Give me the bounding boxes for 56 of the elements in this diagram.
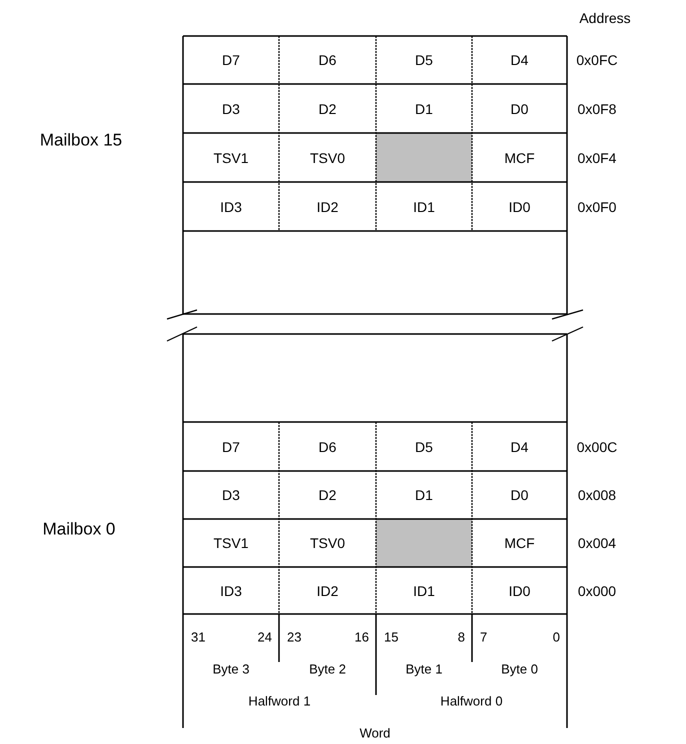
field-name: D1 — [415, 488, 433, 502]
field-name: D1 — [415, 102, 433, 116]
field-name: D3 — [222, 102, 240, 116]
field-name: MCF — [504, 151, 535, 165]
address-label: 0x008 — [578, 488, 616, 502]
field-name: D6 — [318, 440, 336, 454]
field-name: TSV0 — [310, 151, 345, 165]
address-label: 0x0F4 — [578, 151, 616, 165]
bit-number: 24 — [258, 630, 272, 644]
field-name: TSV0 — [310, 536, 345, 550]
halfword-label: Halfword 1 — [248, 694, 311, 708]
bit-number: 7 — [480, 630, 488, 644]
field-name: ID3 — [220, 200, 242, 214]
mailbox-label: Mailbox 0 — [42, 520, 116, 538]
bit-number: 0 — [552, 630, 560, 644]
field-name: D5 — [415, 440, 433, 454]
field-name: D7 — [222, 440, 240, 454]
field-name: ID2 — [316, 200, 338, 214]
byte-label: Byte 2 — [309, 662, 346, 676]
byte-label: Byte 3 — [212, 662, 250, 676]
address-label: 0x0F0 — [578, 200, 616, 214]
address-label: 0x0F8 — [578, 102, 616, 116]
field-name: ID2 — [316, 584, 338, 598]
field-name: ID0 — [508, 584, 530, 598]
field-name: ID3 — [220, 584, 242, 598]
field-name: D2 — [318, 488, 336, 502]
field-name: ID1 — [413, 584, 435, 598]
field-name: ID0 — [508, 200, 530, 214]
field-name: D3 — [222, 488, 240, 502]
field-name: MCF — [504, 536, 535, 550]
field-name: D4 — [510, 440, 528, 454]
mailbox-label: Mailbox 15 — [40, 132, 122, 148]
field-name: TSV1 — [214, 536, 248, 550]
bit-number: 23 — [287, 630, 302, 644]
field-name: D7 — [222, 53, 240, 67]
field-name: ID1 — [413, 200, 435, 214]
byte-label: Byte 1 — [406, 662, 442, 676]
field-name: D4 — [510, 53, 528, 67]
address-label: 0x000 — [578, 584, 616, 598]
bit-number: 15 — [384, 630, 398, 644]
bit-number: 31 — [191, 630, 206, 644]
field-name: D6 — [318, 53, 336, 67]
halfword-label: Halfword 0 — [440, 694, 503, 708]
column-header: Address — [579, 11, 631, 25]
field-name: D0 — [510, 102, 528, 116]
field-name: D2 — [318, 102, 336, 116]
field-name: D5 — [415, 53, 433, 67]
field-name: D0 — [510, 488, 528, 502]
word-label: Word — [360, 726, 390, 740]
bit-number: 8 — [458, 630, 465, 644]
address-label: 0x0FC — [576, 53, 618, 67]
field-name: TSV1 — [214, 151, 248, 165]
byte-label: Byte 0 — [501, 662, 538, 676]
address-label: 0x00C — [576, 440, 618, 454]
bit-number: 16 — [354, 630, 369, 644]
address-label: 0x004 — [578, 536, 616, 550]
